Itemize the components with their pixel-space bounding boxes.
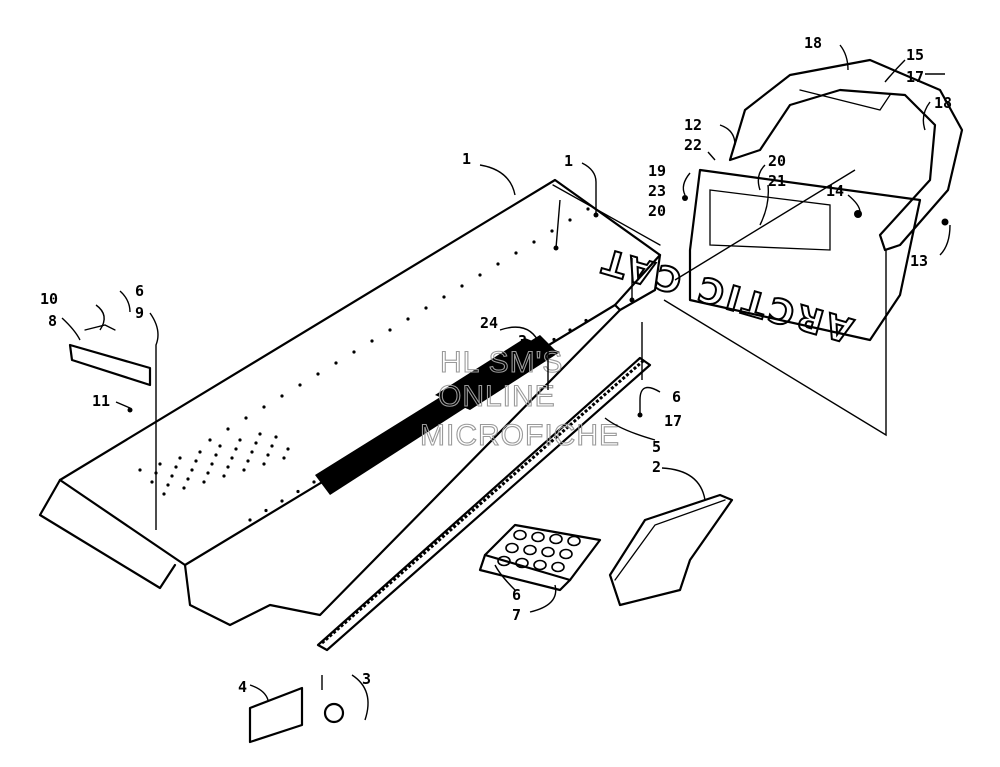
callout-12: 12 xyxy=(684,116,702,134)
callout-17-side: 17 xyxy=(664,412,682,430)
callout-15: 15 xyxy=(906,46,924,64)
callout-5: 5 xyxy=(652,438,661,456)
rear-bracket xyxy=(608,493,734,607)
callout-24: 24 xyxy=(480,314,498,332)
arctic-cat-badge: ARCTIC CAT xyxy=(595,239,858,350)
callout-22: 22 xyxy=(684,136,702,154)
callout-19: 19 xyxy=(648,162,666,180)
callout-6-left: 6 xyxy=(135,282,144,300)
callout-8: 8 xyxy=(48,312,57,330)
watermark-line-3: MICROFICHE xyxy=(420,419,620,452)
traction-mat xyxy=(315,335,560,495)
callout-18-right: 18 xyxy=(934,94,952,112)
tunnel-part xyxy=(38,178,662,627)
callout-23: 23 xyxy=(648,182,666,200)
running-board-strip xyxy=(316,356,652,652)
callout-1: 1 xyxy=(462,150,471,168)
callout-13: 13 xyxy=(910,252,928,270)
watermark: HL SM'S ONLINE MICROFICHE xyxy=(419,345,620,452)
callout-6-step: 6 xyxy=(512,586,521,604)
callout-11: 11 xyxy=(92,392,110,410)
callout-3-upper: 3 xyxy=(518,332,527,350)
foot-step-plate xyxy=(478,523,602,592)
watermark-line-2: ONLINE xyxy=(438,380,556,413)
callout-21: 21 xyxy=(768,172,786,190)
washer xyxy=(323,702,345,724)
callout-20-upper: 20 xyxy=(768,152,786,170)
callout-18-top: 18 xyxy=(804,34,822,52)
callout-17-top: 17 xyxy=(906,68,924,86)
callout-2: 2 xyxy=(652,458,661,476)
callout-7: 7 xyxy=(512,606,521,624)
leader-lines xyxy=(61,44,951,721)
callout-9: 9 xyxy=(135,304,144,322)
fastener-dots xyxy=(127,195,949,418)
watermark-line-1: HL SM'S xyxy=(440,346,563,379)
rivet-holes xyxy=(138,207,590,522)
hitch-bracket xyxy=(68,324,152,387)
callout-4: 4 xyxy=(238,678,247,696)
callout-20-lower: 20 xyxy=(648,202,666,220)
callout-10: 10 xyxy=(40,290,58,308)
callout-6-right: 6 xyxy=(672,388,681,406)
callout-3-lower: 3 xyxy=(362,670,371,688)
callout-14: 14 xyxy=(826,182,844,200)
callout-1-secondary: 1 xyxy=(564,152,573,170)
reflector-plate xyxy=(248,686,304,744)
callout-labels: 1 1 2 3 3 4 5 6 6 6 7 8 9 10 11 12 13 14… xyxy=(40,34,952,696)
